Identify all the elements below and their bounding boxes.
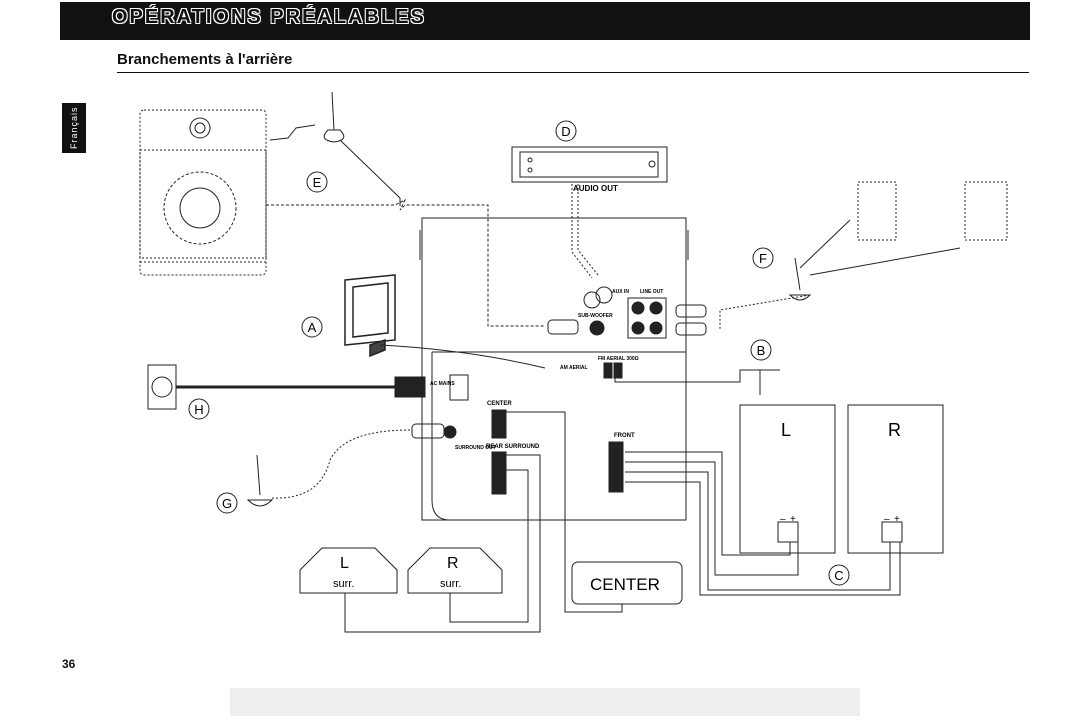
front-speakers	[625, 404, 944, 596]
page-header-title: OPÉRATIONS PRÉALABLES	[112, 6, 426, 28]
right-terminal-polarity: –	[884, 514, 890, 525]
surround-left-surr: surr.	[333, 578, 354, 590]
callout-h	[188, 398, 210, 420]
front-right-speaker-label: R	[888, 420, 901, 440]
ac-mains-label: AC MAINS	[430, 381, 455, 387]
surround-right-label: R	[447, 555, 459, 572]
section-rule	[117, 72, 1029, 73]
mains-plug	[147, 364, 426, 410]
fm-aerial-label: FM AERIAL 300Ω	[598, 356, 639, 362]
callout-h-letter: H	[194, 402, 203, 417]
rear-speaker-antenna-icon	[719, 181, 1008, 330]
audio-out-label: AUDIO OUT	[573, 184, 618, 193]
front-left-speaker-label: L	[781, 420, 791, 440]
page-number: 36	[62, 657, 76, 671]
wireless-antenna-icon	[269, 91, 401, 206]
surround-out-label: SURROUND OUT	[455, 445, 496, 451]
sub-woofer-label: SUB-WOOFER	[578, 313, 613, 319]
callout-f-letter: F	[759, 251, 767, 266]
callout-c	[828, 564, 850, 586]
surround-left-label: L	[340, 555, 349, 572]
line-out-label: LINE OUT	[640, 289, 663, 295]
main-unit-rear-panel	[411, 217, 707, 521]
callout-g	[216, 492, 238, 514]
subwoofer-illustration	[139, 109, 267, 276]
surround-speakers	[299, 411, 683, 633]
center-terminal-label: CENTER	[487, 401, 512, 407]
callout-g-letter: G	[222, 496, 232, 511]
rear-surround-label: REAR SURROUND	[486, 444, 540, 450]
callout-e	[306, 171, 328, 193]
callout-d-letter: D	[561, 124, 570, 139]
callout-f	[752, 247, 774, 269]
callout-d	[555, 120, 577, 142]
section-title: Branchements à l'arrière	[117, 51, 293, 68]
left-terminal-plus: +	[790, 514, 796, 525]
callout-b	[750, 339, 772, 361]
callout-a	[301, 316, 323, 338]
left-terminal-polarity: –	[780, 514, 786, 525]
callout-e-letter: E	[313, 175, 322, 190]
callout-a-letter: A	[308, 320, 317, 335]
scan-noise	[230, 688, 860, 716]
fm-aerial-wire	[614, 369, 780, 395]
am-loop-antenna	[344, 274, 546, 369]
right-terminal-plus: +	[894, 514, 900, 525]
callout-b-letter: B	[757, 343, 766, 358]
audio-source-device	[511, 146, 668, 183]
surround-right-surr: surr.	[440, 578, 461, 590]
header-bar	[60, 2, 1030, 40]
front-terminal-label: FRONT	[614, 433, 635, 439]
center-speaker-label: CENTER	[590, 575, 660, 594]
callout-c-letter: C	[834, 568, 843, 583]
am-aerial-label: AM AERIAL	[560, 365, 588, 371]
aux-in-label: AUX IN	[612, 289, 629, 295]
surround-antenna-icon	[246, 429, 411, 507]
